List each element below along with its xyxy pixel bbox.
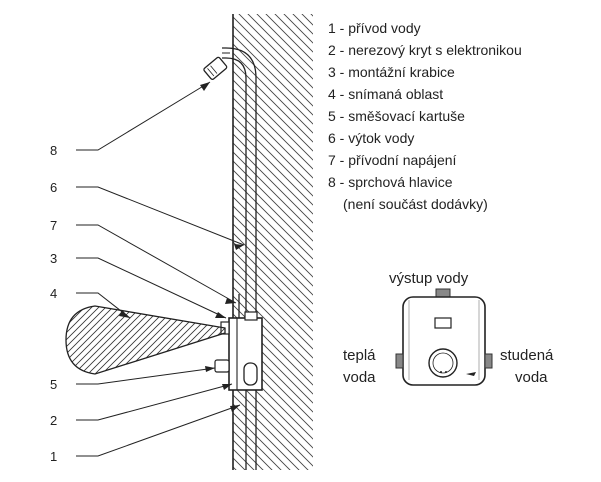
label-hot-2: voda xyxy=(343,369,376,386)
label-hot-1: teplá xyxy=(343,347,376,364)
callout-5: 5 xyxy=(50,377,57,392)
legend-item-5: 5 - směšovací kartuše xyxy=(328,108,465,124)
unit-labels: výstup vody teplá voda studená voda xyxy=(343,270,554,386)
callout-leaders xyxy=(76,81,245,457)
callout-3: 3 xyxy=(50,251,57,266)
shower-head xyxy=(203,56,228,80)
hot-inlet xyxy=(395,353,404,369)
legend-item-2: 2 - nerezový kryt s elektronikou xyxy=(328,42,522,58)
legend-note: (není součást dodávky) xyxy=(343,196,488,212)
label-cold-2: voda xyxy=(515,369,548,386)
legend-item-4: 4 - snímaná oblast xyxy=(328,86,443,102)
brand-logo xyxy=(466,372,476,376)
legend-item-1: 1 - přívod vody xyxy=(328,20,421,36)
callout-2: 2 xyxy=(50,413,57,428)
outlet-pipe xyxy=(222,47,257,318)
legend-item-7: 7 - přívodní napájení xyxy=(328,152,457,168)
label-cold-1: studená xyxy=(500,347,554,364)
callout-numbers: 8 6 7 3 4 5 2 1 xyxy=(50,143,57,464)
callout-1: 1 xyxy=(50,449,57,464)
supply-pipe xyxy=(245,390,257,470)
legend-item-6: 6 - výtok vody xyxy=(328,130,414,146)
wall xyxy=(232,14,313,470)
callout-arrowheads xyxy=(119,82,244,412)
label-water-outlet: výstup vody xyxy=(389,270,469,287)
callout-4: 4 xyxy=(50,286,57,301)
legend: 1 - přívod vody 2 - nerezový kryt s elek… xyxy=(328,20,522,212)
sensed-area xyxy=(65,305,226,375)
callout-6: 6 xyxy=(50,180,57,195)
sensor-window xyxy=(434,317,452,329)
cold-inlet xyxy=(484,353,493,369)
legend-item-3: 3 - montážní krabice xyxy=(328,64,455,80)
unit-front-view xyxy=(395,288,493,386)
legend-item-8: 8 - sprchová hlavice xyxy=(328,174,453,190)
unit-body xyxy=(402,296,486,386)
callout-7: 7 xyxy=(50,218,57,233)
mounting-box xyxy=(214,311,263,391)
callout-8: 8 xyxy=(50,143,57,158)
